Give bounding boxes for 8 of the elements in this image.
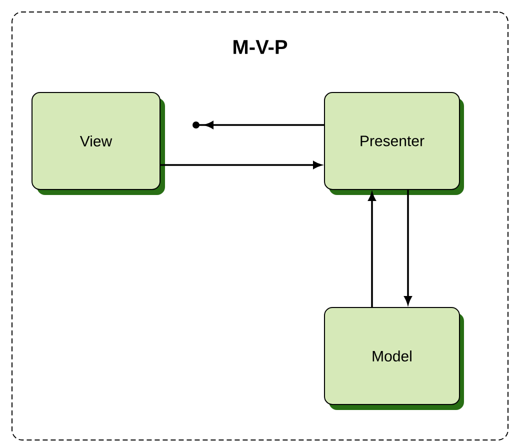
process-box: Presenter	[324, 92, 464, 195]
arrow	[404, 190, 412, 304]
frame-label: M-V-P	[234, 40, 288, 54]
arrow	[160, 161, 322, 169]
process-box: View	[32, 92, 165, 195]
process-box: Model	[324, 306, 464, 410]
arrow	[192, 121, 324, 129]
arrow	[368, 192, 376, 307]
